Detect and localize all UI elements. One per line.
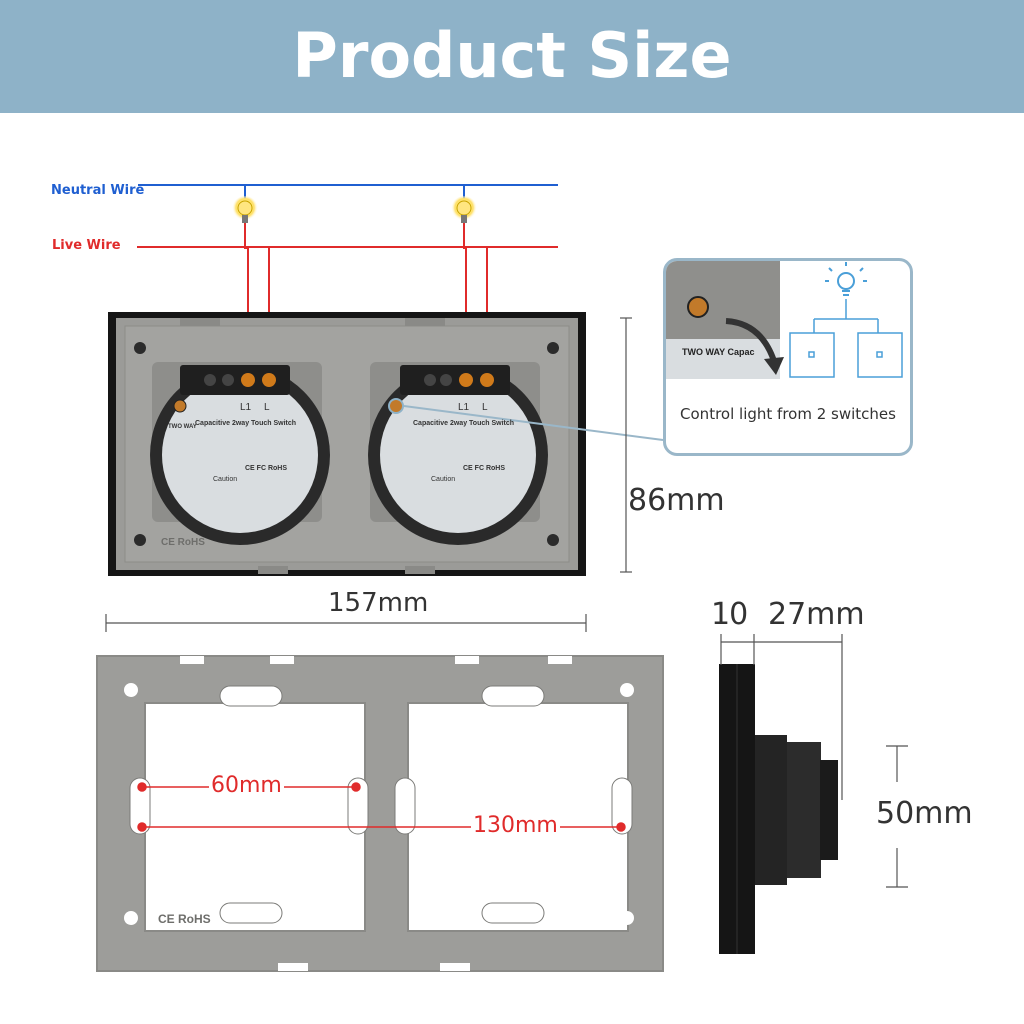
module-caution-2: Caution xyxy=(431,476,456,483)
callout-crop-label: TWO WAY Capac xyxy=(682,347,755,357)
terminal-label-l-2: L xyxy=(482,402,488,413)
lightbulb-icon xyxy=(825,262,867,296)
module-title-2: Capacitive 2way Touch Switch xyxy=(413,420,515,427)
terminal-label-l: L xyxy=(264,402,270,413)
module-caution: Caution xyxy=(213,476,238,483)
switch-module-1 xyxy=(150,362,330,545)
dimension-height-label: 86mm xyxy=(628,483,725,518)
module-brand-tag: TWO WAY xyxy=(168,424,197,430)
page-title: Product Size xyxy=(292,19,732,92)
live-wire-label: Live Wire xyxy=(52,238,121,253)
terminal-label-l1-2: L1 xyxy=(458,402,470,413)
bulb-icon-1 xyxy=(232,185,258,223)
frame-marks: CE RoHS xyxy=(158,912,211,926)
header-banner: Product Size xyxy=(0,0,1024,113)
load-wire-2 xyxy=(463,223,467,375)
panel-marks: CE RoHS xyxy=(161,537,205,548)
callout-box: TWO WAY Capac Control light from 2 switc… xyxy=(663,258,913,456)
dimension-depth xyxy=(720,634,843,800)
load-wire-1 xyxy=(244,223,249,375)
two-switch-icon xyxy=(789,299,903,378)
terminal-label-l1: L1 xyxy=(240,402,252,413)
bulb-icon-2 xyxy=(451,185,477,223)
module-title: Capacitive 2way Touch Switch xyxy=(195,420,297,427)
neutral-wire-label: Neutral Wire xyxy=(51,183,145,198)
switch-module-2 xyxy=(368,362,548,545)
dimension-height-86 xyxy=(620,317,632,573)
module-marks-2: CE FC RoHS xyxy=(463,465,505,472)
side-profile xyxy=(719,664,838,954)
dimension-depth-front-label: 10 xyxy=(711,597,748,632)
dimension-depth-back-label: 27mm xyxy=(768,597,865,632)
dimension-box-height-label: 50mm xyxy=(876,796,973,831)
callout-connector xyxy=(403,405,664,441)
callout-text: Control light from 2 switches xyxy=(680,405,896,423)
hole-spacing-large-label: 130mm xyxy=(471,813,560,838)
hole-spacing-small-label: 60mm xyxy=(209,773,284,798)
dimension-width-label: 157mm xyxy=(328,588,429,618)
callout-illustration xyxy=(666,261,903,379)
dimension-width-157 xyxy=(105,614,587,632)
dimension-box-50 xyxy=(886,745,908,888)
module-marks: CE FC RoHS xyxy=(245,465,287,472)
